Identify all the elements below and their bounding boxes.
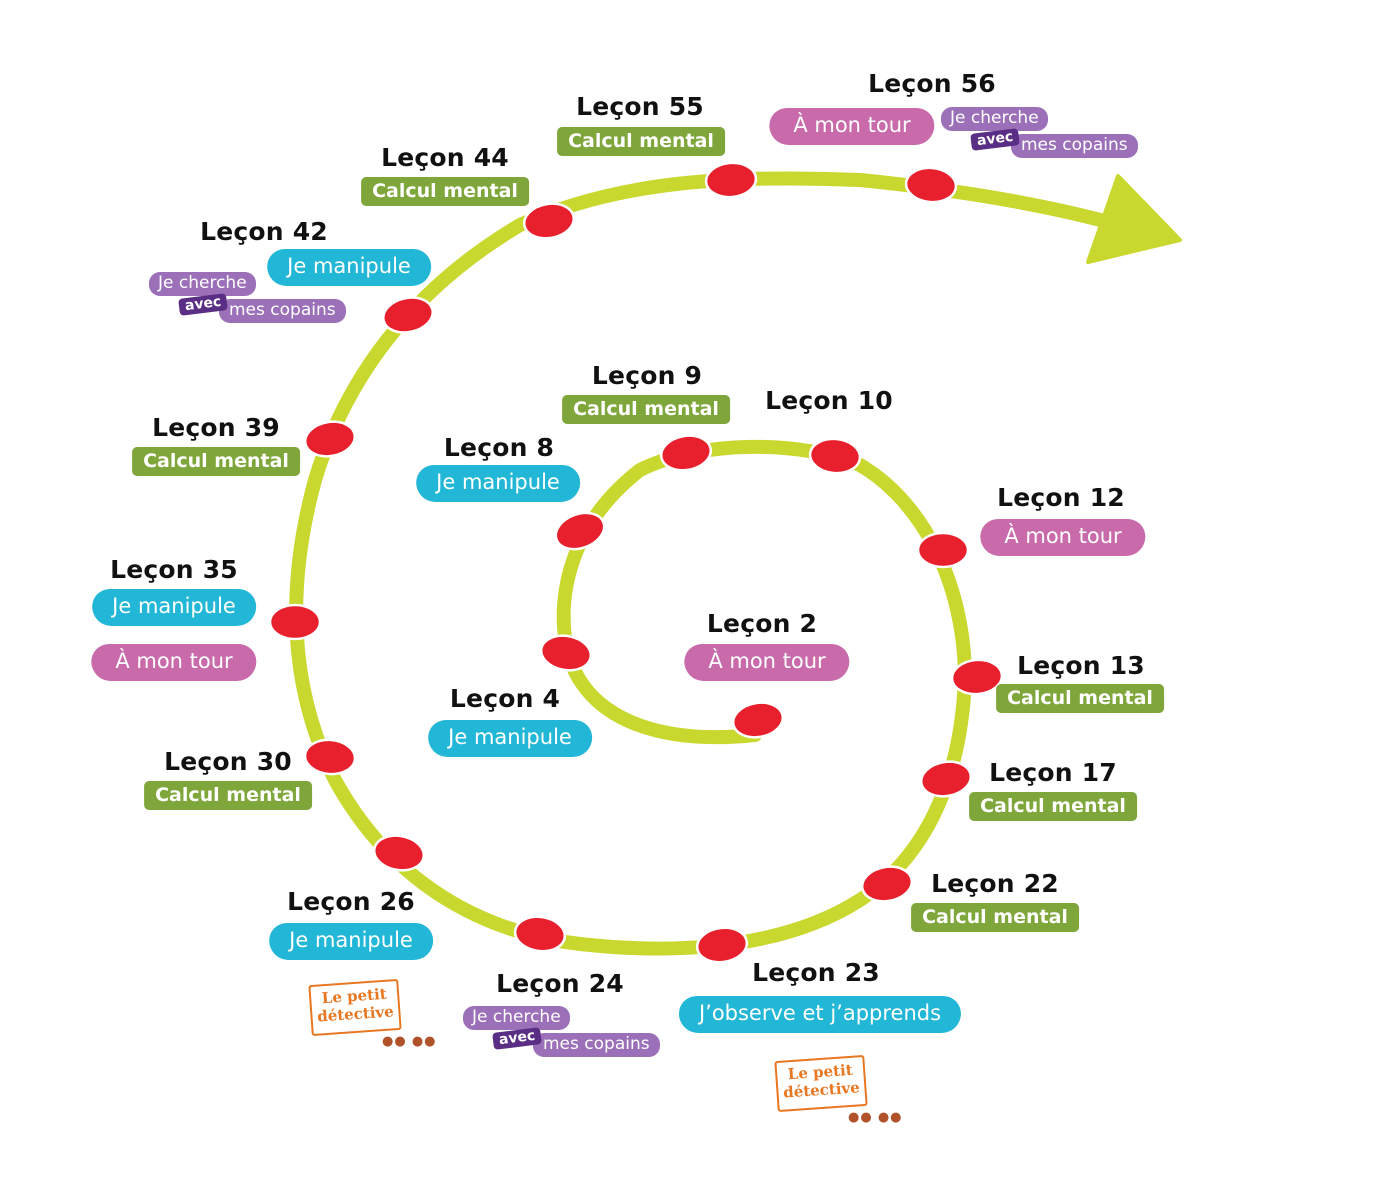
collab-mes-copains: mes copains — [1011, 134, 1138, 158]
lesson-26-petit-detective-badge: Le petit détective ●● ●● — [308, 978, 440, 1062]
lesson-42-title: Leçon 42 — [200, 217, 328, 246]
lesson-2-a-mon-tour-tag: À mon tour — [684, 644, 850, 681]
lesson-56-a-mon-tour-tag: À mon tour — [769, 108, 935, 145]
lesson-4-title: Leçon 4 — [449, 684, 561, 713]
stop-lesson-2-icon — [731, 701, 785, 739]
lesson-4-je-manipule-tag: Je manipule — [428, 720, 592, 757]
lesson-22-title: Leçon 22 — [931, 869, 1059, 898]
footprints-icon: ●● ●● — [848, 1110, 903, 1125]
lesson-9-title: Leçon 9 — [591, 361, 703, 390]
lesson-44-calcul-mental-tag: Calcul mental — [361, 177, 529, 206]
stop-lesson-9-icon — [659, 434, 713, 472]
lesson-23-j-observe-tag: J’observe et j’apprends — [678, 996, 962, 1033]
lesson-8-je-manipule-tag: Je manipule — [416, 465, 580, 502]
stop-lesson-26-icon — [372, 834, 426, 872]
stop-lesson-56-icon — [904, 166, 958, 204]
stop-lesson-10-icon — [808, 437, 862, 475]
lesson-35-a-mon-tour-tag: À mon tour — [91, 644, 257, 681]
collab-je-cherche: Je cherche — [941, 107, 1048, 131]
lesson-24-title: Leçon 24 — [496, 969, 624, 998]
stop-lesson-35-icon — [268, 603, 322, 641]
stop-lesson-22-icon — [860, 865, 914, 903]
stop-lesson-12-icon — [916, 531, 970, 569]
stop-lesson-24-icon — [513, 915, 567, 953]
lesson-35-title: Leçon 35 — [110, 555, 238, 584]
collab-je-cherche: Je cherche — [149, 272, 256, 296]
lesson-55-calcul-mental-tag: Calcul mental — [557, 127, 725, 156]
stop-lesson-39-icon — [303, 420, 357, 458]
lesson-56-je-cherche-avec-mes-copains-tag: Je cherche avec mes copains — [941, 107, 1141, 167]
stop-lesson-44-icon — [522, 202, 576, 240]
lesson-12-a-mon-tour-tag: À mon tour — [980, 519, 1146, 556]
stop-lesson-55-icon — [704, 161, 758, 199]
lesson-23-petit-detective-badge: Le petit détective ●● ●● — [774, 1054, 906, 1138]
stop-lesson-23-icon — [695, 926, 749, 964]
lesson-17-calcul-mental-tag: Calcul mental — [969, 792, 1137, 821]
lesson-30-calcul-mental-tag: Calcul mental — [144, 781, 312, 810]
lesson-13-title: Leçon 13 — [1017, 651, 1145, 680]
lesson-39-title: Leçon 39 — [152, 413, 280, 442]
lesson-10-title: Leçon 10 — [765, 386, 893, 415]
lesson-55-title: Leçon 55 — [576, 92, 704, 121]
stop-lesson-17-icon — [919, 760, 973, 798]
petit-detective-logo: Le petit détective — [308, 978, 402, 1037]
lesson-17-title: Leçon 17 — [989, 758, 1117, 787]
lesson-24-je-cherche-avec-mes-copains-tag: Je cherche avec mes copains — [463, 1006, 663, 1066]
lesson-26-title: Leçon 26 — [287, 887, 415, 916]
stop-lesson-13-icon — [950, 658, 1004, 696]
stop-lesson-8-icon — [554, 511, 606, 551]
collab-je-cherche: Je cherche — [463, 1006, 570, 1030]
lesson-23-title: Leçon 23 — [752, 958, 880, 987]
lesson-13-calcul-mental-tag: Calcul mental — [996, 684, 1164, 713]
lesson-56-title: Leçon 56 — [868, 69, 996, 98]
stop-lesson-4-icon — [539, 634, 593, 672]
lesson-9-calcul-mental-tag: Calcul mental — [562, 395, 730, 424]
collab-mes-copains: mes copains — [533, 1033, 660, 1057]
lesson-30-title: Leçon 30 — [164, 747, 292, 776]
lesson-42-je-cherche-avec-mes-copains-tag: Je cherche avec mes copains — [149, 272, 349, 332]
stop-lesson-42-icon — [382, 296, 434, 334]
lesson-12-title: Leçon 12 — [997, 483, 1125, 512]
stop-lesson-30-icon — [303, 738, 357, 776]
arrow-head-icon — [1086, 174, 1182, 264]
lesson-22-calcul-mental-tag: Calcul mental — [911, 903, 1079, 932]
lesson-39-calcul-mental-tag: Calcul mental — [132, 447, 300, 476]
lesson-2-title: Leçon 2 — [706, 609, 818, 638]
lesson-44-title: Leçon 44 — [381, 143, 509, 172]
lesson-26-je-manipule-tag: Je manipule — [269, 923, 433, 960]
lesson-42-je-manipule-tag: Je manipule — [267, 249, 431, 286]
collab-mes-copains: mes copains — [219, 299, 346, 323]
lesson-8-title: Leçon 8 — [443, 433, 555, 462]
spiral-track — [289, 171, 1137, 956]
petit-detective-logo: Le petit détective — [774, 1054, 868, 1113]
lesson-stops — [268, 161, 1004, 964]
lesson-35-je-manipule-tag: Je manipule — [92, 589, 256, 626]
footprints-icon: ●● ●● — [382, 1034, 437, 1049]
